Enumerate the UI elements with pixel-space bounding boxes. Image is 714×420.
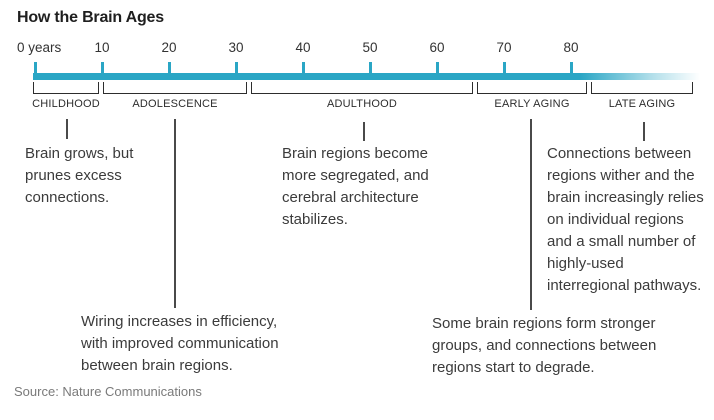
connector-line-late-aging — [643, 122, 645, 141]
stage-bracket-adulthood — [251, 82, 473, 94]
axis-tick-mark — [302, 62, 305, 73]
connector-line-adulthood — [363, 122, 365, 141]
connector-line-adolescence — [174, 119, 176, 308]
stage-bracket-late-aging — [591, 82, 693, 94]
axis-tick-label-60: 60 — [429, 40, 445, 55]
axis-tick-label-30: 30 — [228, 40, 244, 55]
axis-tick-label-0: 0 years — [17, 40, 62, 55]
connector-line-childhood — [66, 119, 68, 139]
stage-label-childhood: CHILDHOOD — [32, 98, 100, 110]
stage-note-childhood: Brain grows, but prunes excess connectio… — [25, 145, 134, 206]
axis-tick-mark — [34, 62, 37, 73]
timeline-bar — [33, 73, 700, 80]
axis-tick-label-80: 80 — [563, 40, 579, 55]
axis-tick-mark — [503, 62, 506, 73]
axis-tick-mark — [168, 62, 171, 73]
stage-note-adulthood: Brain regions become more segregated, an… — [282, 145, 429, 228]
axis-tick-label-20: 20 — [161, 40, 177, 55]
stage-label-late-aging: LATE AGING — [608, 98, 676, 110]
stage-note-late-aging: Connections between regions wither and t… — [547, 145, 704, 294]
axis-tick-mark — [369, 62, 372, 73]
connector-line-early-aging — [530, 119, 532, 310]
axis-tick-label-70: 70 — [496, 40, 512, 55]
axis-tick-label-40: 40 — [295, 40, 311, 55]
axis-tick-label-10: 10 — [94, 40, 110, 55]
stage-note-adolescence: Wiring increases in efficiency, with imp… — [81, 313, 279, 374]
page-title: How the Brain Ages — [17, 9, 164, 26]
stage-bracket-childhood — [33, 82, 99, 94]
axis-tick-label-50: 50 — [362, 40, 378, 55]
source-note: Source: Nature Communications — [14, 384, 202, 399]
stage-label-adulthood: ADULTHOOD — [326, 98, 398, 110]
stage-bracket-adolescence — [103, 82, 247, 94]
axis-tick-mark — [436, 62, 439, 73]
axis-tick-mark — [235, 62, 238, 73]
axis-tick-mark — [570, 62, 573, 73]
stage-label-early-aging: EARLY AGING — [494, 98, 570, 110]
stage-bracket-early-aging — [477, 82, 587, 94]
stage-label-adolescence: ADOLESCENCE — [132, 98, 218, 110]
axis-tick-mark — [101, 62, 104, 73]
stage-note-early-aging: Some brain regions form stronger groups,… — [432, 315, 657, 376]
